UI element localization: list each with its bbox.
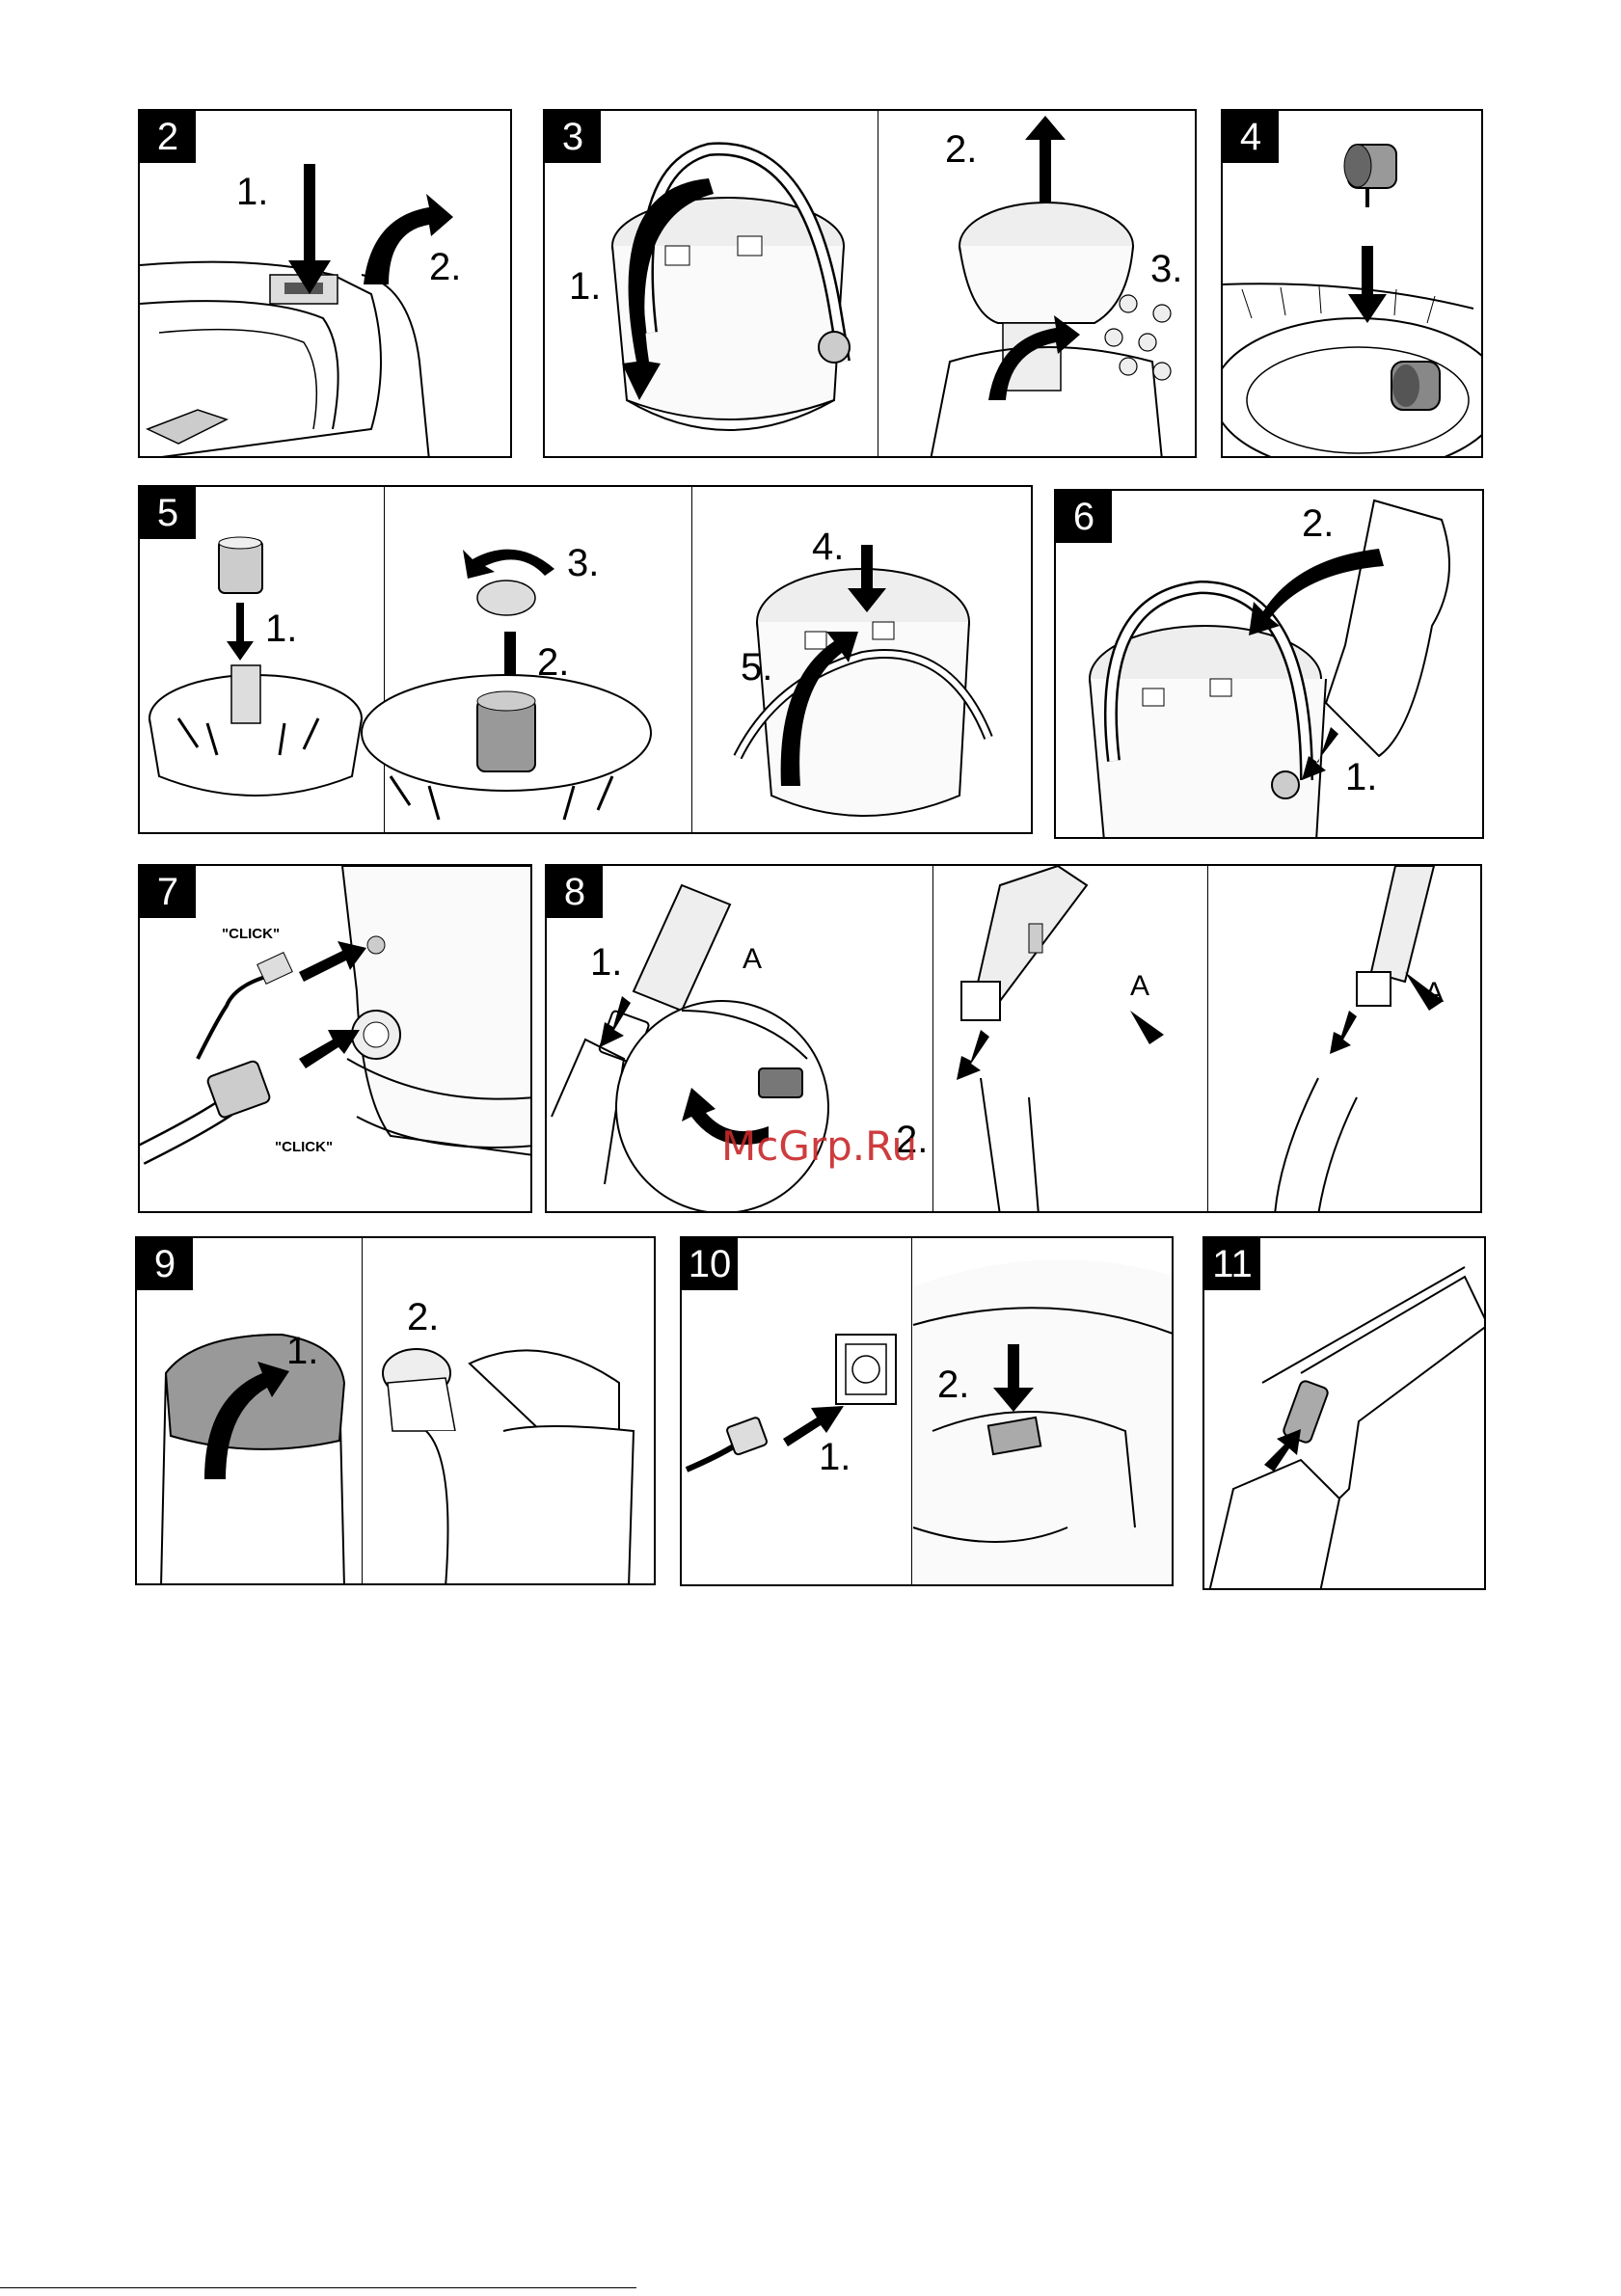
step-label: 3.: [567, 542, 599, 585]
callout-label: A: [743, 943, 762, 976]
illustration-lid-close: [1056, 491, 1484, 839]
pointer-a-icon: [1130, 1011, 1164, 1044]
panel-2: 2 1. 2.: [138, 109, 512, 458]
click-callout: "CLICK": [222, 926, 280, 942]
step-label: 2.: [937, 1364, 969, 1407]
step-label: 2.: [1302, 502, 1334, 546]
panel-3: 3 1. 2. 3.: [543, 109, 1197, 458]
arrow-down-icon: [227, 603, 254, 661]
panel-9: 9 1. 2.: [135, 1236, 656, 1585]
step-label: 1.: [286, 1330, 318, 1373]
arrow-diagonal-icon: [299, 1030, 360, 1068]
step-label: 3.: [1150, 248, 1182, 291]
panel-5: 5 1. 3. 2. 4. 5.: [138, 485, 1033, 834]
step-label: 2.: [407, 1296, 439, 1339]
step-label: 1.: [236, 171, 268, 214]
step-label: 2.: [537, 641, 569, 685]
step-label: 1.: [265, 608, 297, 651]
arrow-rotate-icon: [463, 550, 554, 579]
panel-4: 4: [1221, 109, 1483, 458]
arrow-diagonal-icon: [1330, 1011, 1357, 1054]
watermark: McGrp.Ru: [721, 1122, 917, 1170]
arrow-diagonal-icon: [957, 1030, 989, 1080]
panel-10: 10 2. 1.: [680, 1236, 1174, 1586]
panel-7: 7 "CLICK" "CLICK": [138, 864, 532, 1213]
callout-label: A: [1130, 970, 1149, 1003]
step-label: 4.: [812, 526, 844, 569]
illustration-power-connect: [682, 1238, 1174, 1586]
panel-6: 6 2. 1.: [1054, 489, 1484, 839]
step-label: 1.: [1345, 756, 1377, 799]
footer-rule: [0, 2287, 636, 2288]
illustration-filter-install: [140, 487, 1033, 834]
illustration-hose-connect: [140, 866, 532, 1213]
step-label: 1.: [590, 941, 622, 985]
callout-label: A: [1424, 977, 1444, 1010]
illustration-drain-tank: [137, 1238, 656, 1585]
arrow-down-icon: [1348, 246, 1387, 323]
illustration-trigger-button: [1204, 1238, 1486, 1590]
illustration-castor-wheel: [1223, 111, 1483, 458]
step-label: 1.: [819, 1436, 851, 1479]
step-label: 2.: [429, 246, 461, 289]
step-label: 1.: [569, 265, 601, 309]
step-label: 5.: [741, 646, 772, 689]
arrow-up-icon: [1025, 116, 1066, 203]
click-callout: "CLICK": [275, 1139, 333, 1155]
panel-11: 11: [1202, 1236, 1486, 1590]
illustration-accessory-attach: [547, 866, 1482, 1213]
illustration-handle-release: [545, 111, 1197, 458]
step-label: 2.: [945, 128, 977, 172]
panel-8: 8 1. A 2. A A: [545, 864, 1482, 1213]
